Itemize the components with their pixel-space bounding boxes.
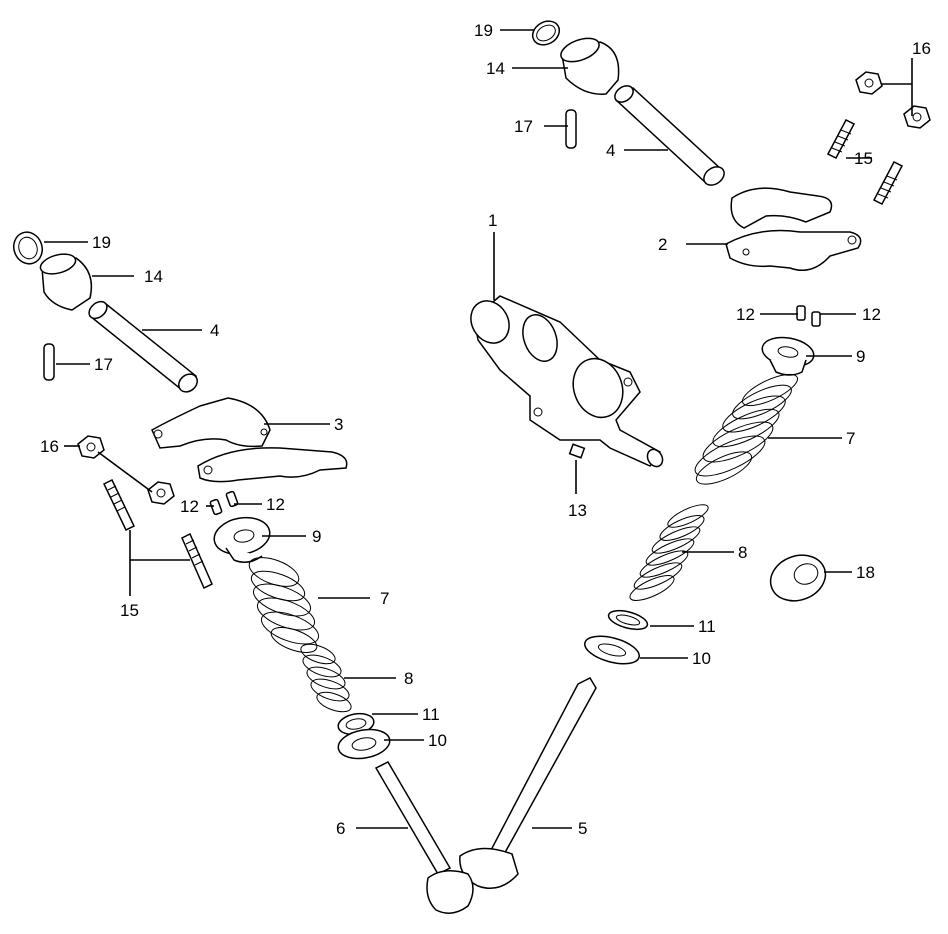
callout-2: 2 <box>658 235 667 254</box>
bushing-14-top <box>560 37 620 95</box>
callout-11-right: 11 <box>698 617 716 636</box>
callout-16-left: 16 <box>40 437 59 456</box>
callout-7-left: 7 <box>380 589 389 608</box>
callout-9-right: 9 <box>856 347 865 366</box>
keepers-12-right <box>796 305 821 327</box>
rocker-arm-3 <box>151 397 348 483</box>
callout-4-top: 4 <box>606 141 615 160</box>
callout-12-right-a: 12 <box>736 305 755 324</box>
callout-9-left: 9 <box>312 527 321 546</box>
stud-15-left-b <box>181 532 213 590</box>
callout-10-right: 10 <box>692 649 711 668</box>
keepers-12-left <box>209 490 239 516</box>
callout-17-left: 17 <box>94 355 113 374</box>
shaft-4-top <box>614 85 725 186</box>
ring-19-top <box>531 20 561 46</box>
stud-15-left-a <box>103 478 135 532</box>
callout-6: 6 <box>336 819 345 838</box>
nut-16-top-b <box>903 105 931 129</box>
callout-7-right: 7 <box>846 429 855 448</box>
stud-15-top-a <box>826 119 856 159</box>
valve-6 <box>374 761 474 914</box>
callout-8-right: 8 <box>738 543 747 562</box>
bushing-14-left <box>39 253 93 311</box>
inner-spring-8-right <box>629 504 709 601</box>
ring-19-left <box>13 231 43 265</box>
callout-12-right-b: 12 <box>862 305 881 324</box>
callout-13: 13 <box>568 501 587 520</box>
callout-4-left: 4 <box>210 321 219 340</box>
callout-16-top: 16 <box>912 39 931 58</box>
camshaft-1 <box>470 295 664 468</box>
callout-14-left: 14 <box>144 267 163 286</box>
valve-5 <box>459 677 597 889</box>
leader-lines <box>44 29 913 829</box>
callout-15-left: 15 <box>120 601 139 620</box>
callout-17-top: 17 <box>514 117 533 136</box>
outer-spring-7-left <box>248 557 320 653</box>
callout-5: 5 <box>578 819 587 838</box>
callout-3: 3 <box>334 415 343 434</box>
nut-16-left-a <box>77 435 105 459</box>
callout-19-top: 19 <box>474 21 493 40</box>
seal-18 <box>769 554 827 602</box>
callout-18: 18 <box>856 563 875 582</box>
seat-10-right <box>584 635 640 665</box>
callout-12-left-b: 12 <box>266 495 285 514</box>
callout-19-left: 19 <box>92 233 111 252</box>
callout-8-left: 8 <box>404 669 413 688</box>
callout-1: 1 <box>488 211 497 230</box>
callout-14-top: 14 <box>486 59 505 78</box>
stud-15-top-b <box>872 161 904 205</box>
shaft-4-left <box>88 300 198 393</box>
nut-16-left-b <box>147 481 175 505</box>
inner-spring-8-left <box>300 643 352 713</box>
key-13 <box>568 443 586 459</box>
retainer-9-right <box>761 336 815 376</box>
callout-10-left: 10 <box>428 731 447 750</box>
pin-17-left <box>43 343 55 381</box>
callout-11-left: 11 <box>422 705 440 724</box>
outer-spring-7-right <box>694 373 799 485</box>
callout-12-left-a: 12 <box>180 497 199 516</box>
washer-11-right <box>607 609 649 631</box>
callout-15-top: 15 <box>854 149 873 168</box>
nut-16-top-a <box>855 71 883 95</box>
pin-17-top <box>565 109 577 149</box>
retainer-9-left <box>213 516 271 563</box>
rocker-arm-2 <box>725 187 862 271</box>
callout-labels: 19 14 17 4 16 15 2 1 13 12 12 9 7 8 11 1… <box>40 21 931 838</box>
